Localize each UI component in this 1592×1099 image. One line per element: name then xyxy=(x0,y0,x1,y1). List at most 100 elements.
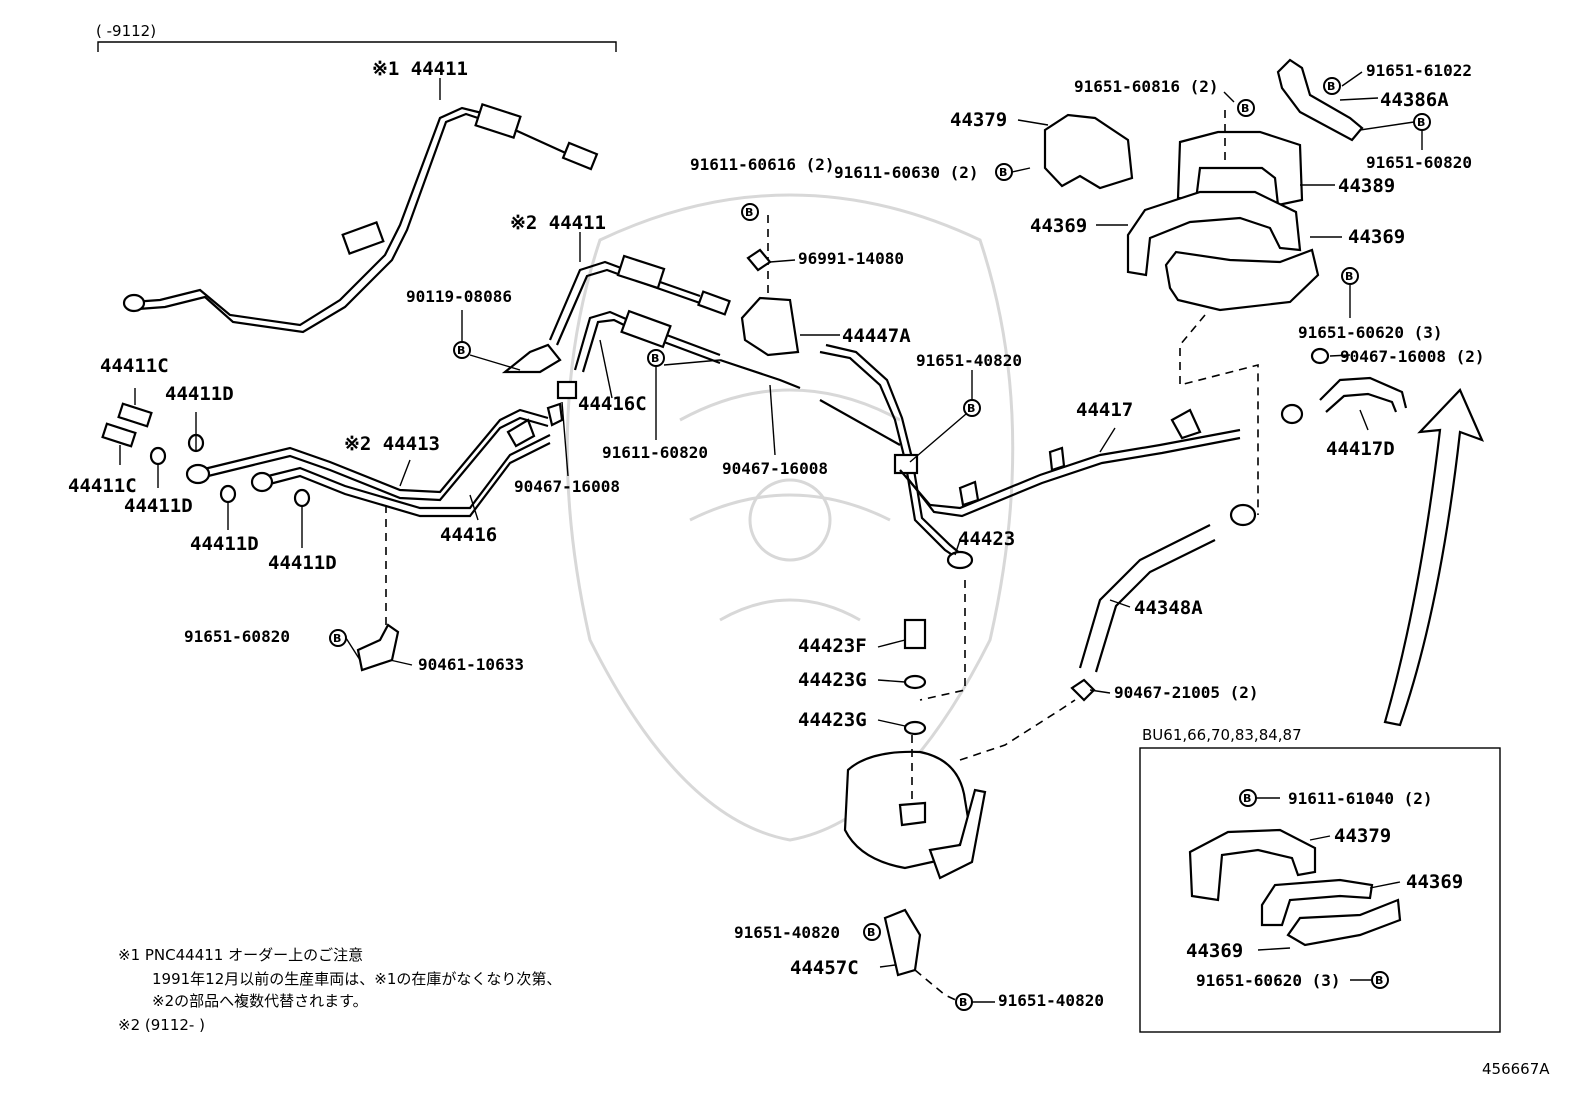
range-bracket: ( -9112) xyxy=(96,22,617,52)
bolt-icon: B xyxy=(963,399,981,417)
part-label: 96991-14080 xyxy=(798,249,904,268)
part-label: 44423G xyxy=(798,709,867,731)
part-label: 44348A xyxy=(1134,597,1203,619)
bolt-icon: B xyxy=(995,163,1013,181)
bolt-icon: B xyxy=(647,349,665,367)
part-label: 90119-08086 xyxy=(406,287,512,306)
bolt-icon: B xyxy=(955,993,973,1011)
part-label: 91651-40820 xyxy=(734,923,840,942)
part-label: 90467-16008 xyxy=(722,459,828,478)
part-label: 91651-61022 xyxy=(1366,61,1472,80)
part-label: 91651-60620 (3) xyxy=(1196,971,1341,990)
svg-text:B: B xyxy=(1241,102,1249,115)
footnote-line: ※2の部品へ複数代替されます。 xyxy=(152,992,368,1010)
part-label: 91651-40820 xyxy=(998,991,1104,1010)
part-label: 44423G xyxy=(798,669,867,691)
footnote-line: ※1 PNC44411 オーダー上のご注意 xyxy=(118,946,363,964)
svg-text:B: B xyxy=(967,402,975,415)
part-label: 91651-60820 xyxy=(1366,153,1472,172)
svg-text:B: B xyxy=(1327,80,1335,93)
part-label: 44417D xyxy=(1326,438,1395,460)
hardware-44423f-g xyxy=(903,618,927,736)
part-label: ※2 44413 xyxy=(344,433,440,455)
bolt-icon: B xyxy=(1237,99,1255,117)
footnotes: ※1 PNC44411 オーダー上のご注意 1991年12月以前の生産車両は、※… xyxy=(118,946,561,1034)
svg-text:B: B xyxy=(457,344,465,357)
hose-44417d xyxy=(1280,347,1408,425)
pipe-44416c xyxy=(556,309,801,400)
inset-title: BU61,66,70,83,84,87 xyxy=(1142,726,1302,744)
bolt-icon: B xyxy=(1371,971,1389,989)
straps-44369 xyxy=(1126,110,1320,515)
bolt-icon: B xyxy=(1413,113,1431,131)
strap-44386a xyxy=(1276,58,1364,142)
svg-text:B: B xyxy=(1243,792,1251,805)
svg-text:B: B xyxy=(1375,974,1383,987)
part-label: 44411D xyxy=(124,495,193,517)
part-label: 44369 xyxy=(1030,215,1087,237)
part-label: ※1 44411 xyxy=(372,58,468,80)
clamp-90461-10633 xyxy=(356,505,400,672)
svg-text:B: B xyxy=(745,206,753,219)
part-label: 44389 xyxy=(1338,175,1395,197)
part-label: 44457C xyxy=(790,957,859,979)
part-label: 91651-60820 xyxy=(184,627,290,646)
bracket-44447a xyxy=(740,215,800,357)
part-label: 44423F xyxy=(798,635,867,657)
pipe-44411-upper xyxy=(122,102,599,334)
pipe-44411-lower xyxy=(501,254,731,374)
bolt-icon: B xyxy=(453,341,471,359)
part-labels: ※1 44411 ※2 44411 44411C 44411C 44411D 4… xyxy=(68,58,1485,1010)
svg-text:B: B xyxy=(867,926,875,939)
bolt-icon: B xyxy=(741,203,759,221)
part-label: ※2 44411 xyxy=(510,212,606,234)
part-label: 44369 xyxy=(1406,871,1463,893)
watermark-logo xyxy=(565,193,1015,842)
part-label: 44411C xyxy=(100,355,169,377)
part-label: 91651-40820 xyxy=(916,351,1022,370)
clamp-44457c xyxy=(883,908,961,1003)
part-label: 44411C xyxy=(68,475,137,497)
part-label: 44411D xyxy=(268,552,337,574)
part-label: 90467-16008 (2) xyxy=(1340,347,1485,366)
bolt-icon: B xyxy=(863,923,881,941)
pipe-44413 xyxy=(185,402,564,518)
part-label: 91611-60630 (2) xyxy=(834,163,979,182)
part-label: 44423 xyxy=(958,528,1015,550)
part-label: 44447A xyxy=(842,325,911,347)
bracket-44379 xyxy=(1043,113,1134,190)
part-label: 44369 xyxy=(1186,940,1243,962)
inset-box: BU61,66,70,83,84,87 xyxy=(1139,726,1501,1033)
part-label: 91611-60616 (2) xyxy=(690,155,835,174)
svg-text:B: B xyxy=(1417,116,1425,129)
part-label: 44411D xyxy=(190,533,259,555)
svg-text:B: B xyxy=(333,632,341,645)
bolt-icon: B xyxy=(1239,789,1257,807)
svg-text:B: B xyxy=(999,166,1007,179)
svg-text:B: B xyxy=(959,996,967,1009)
part-label: 44411D xyxy=(165,383,234,405)
part-label: 44379 xyxy=(1334,825,1391,847)
part-label: 44416C xyxy=(578,393,647,415)
line-44417 xyxy=(899,408,1241,518)
canister-assembly xyxy=(843,580,1076,880)
part-label: 90467-21005 (2) xyxy=(1114,683,1259,702)
part-label: 91651-60816 (2) xyxy=(1074,77,1219,96)
bolt-icon: B xyxy=(329,629,347,647)
part-label: 44379 xyxy=(950,109,1007,131)
leader-lines xyxy=(345,71,1423,1003)
hose-44348a xyxy=(1070,503,1257,702)
part-label: 44369 xyxy=(1348,226,1405,248)
part-label: 44416 xyxy=(440,524,497,546)
figure-code: 456667A xyxy=(1482,1060,1550,1078)
part-label: 90467-16008 xyxy=(514,477,620,496)
svg-text:B: B xyxy=(1345,270,1353,283)
range-bracket-text: ( -9112) xyxy=(96,22,156,40)
svg-text:B: B xyxy=(651,352,659,365)
bolt-icon: B xyxy=(1341,267,1359,285)
bolt-icon: B xyxy=(1323,77,1341,95)
direction-arrow xyxy=(1383,388,1485,727)
part-label: 91611-60820 xyxy=(602,443,708,462)
footnote-line: 1991年12月以前の生産車両は、※1の在庫がなくなり次第、 xyxy=(152,970,561,988)
